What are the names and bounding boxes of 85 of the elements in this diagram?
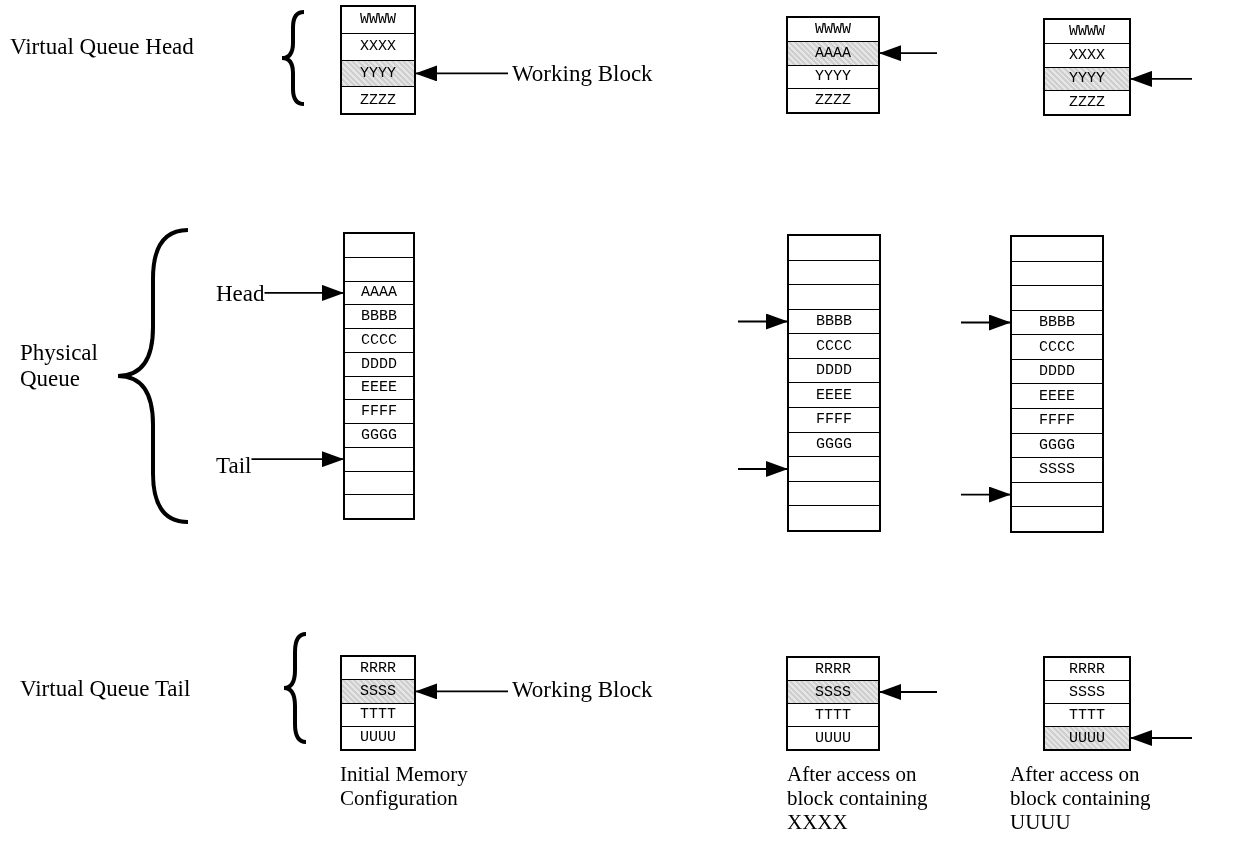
memory-block: BBBB [344, 304, 414, 329]
group-label: Virtual Queue Tail [20, 676, 191, 702]
empty-memory-block [788, 259, 880, 286]
memory-block: EEEE [788, 382, 880, 409]
arrow [960, 486, 1012, 503]
memory-block: UUUU [787, 726, 879, 750]
arrow [1129, 730, 1193, 746]
memory-block: YYYY [787, 64, 879, 90]
highlighted-memory-block: AAAA [787, 40, 879, 66]
memory-block: FFFF [788, 407, 880, 433]
memory-block: UUUU [341, 725, 415, 750]
memory-block: TTTT [341, 702, 415, 727]
memory-block: FFFF [344, 399, 414, 424]
caption: After access on block containing UUUU [1010, 762, 1152, 834]
memory-block: ZZZZ [1044, 90, 1130, 115]
empty-memory-block [344, 256, 414, 282]
arrow [737, 313, 789, 330]
memory-stack [1010, 235, 1104, 533]
memory-stack [343, 232, 415, 520]
arrow [960, 314, 1012, 331]
empty-memory-block [1011, 236, 1103, 262]
arrow [250, 451, 345, 468]
arrow [414, 65, 509, 82]
arrow [878, 45, 938, 62]
highlighted-memory-block: SSSS [341, 679, 415, 704]
arrow [263, 284, 345, 301]
memory-block: DDDD [1011, 358, 1103, 385]
empty-memory-block [344, 470, 414, 496]
memory-stack [340, 655, 416, 751]
memory-block: CCCC [1011, 334, 1103, 360]
memory-block: ZZZZ [341, 86, 415, 114]
pointer-label: Head [216, 281, 265, 307]
memory-stack [1043, 18, 1131, 116]
empty-memory-block [1011, 260, 1103, 287]
arrow [1129, 70, 1193, 87]
highlighted-memory-block: UUUU [1044, 726, 1130, 750]
empty-memory-block [788, 456, 880, 482]
empty-memory-block [788, 284, 880, 310]
memory-block: FFFF [1011, 408, 1103, 434]
group-label: Virtual Queue Head [10, 34, 194, 60]
highlighted-memory-block: YYYY [1044, 66, 1130, 92]
pointer-label: Working Block [512, 677, 653, 703]
memory-stack [786, 16, 880, 114]
memory-stack [1043, 656, 1131, 751]
memory-block: SSSS [1011, 457, 1103, 483]
memory-block: DDDD [344, 351, 414, 377]
empty-memory-block [1011, 481, 1103, 508]
memory-block: WWWW [341, 6, 415, 34]
empty-memory-block [344, 494, 414, 519]
memory-block: TTTT [787, 703, 879, 727]
highlighted-memory-block: SSSS [787, 680, 879, 704]
arrow [737, 461, 789, 477]
memory-stack [340, 5, 416, 115]
pointer-label: Working Block [512, 61, 653, 87]
memory-block: RRRR [1044, 657, 1130, 681]
memory-stack [787, 234, 881, 532]
highlighted-memory-block: YYYY [341, 59, 415, 88]
memory-block: DDDD [788, 357, 880, 384]
empty-memory-block [788, 235, 880, 261]
empty-memory-block [788, 505, 880, 531]
memory-block: EEEE [344, 375, 414, 401]
group-label: Physical Queue [20, 340, 99, 392]
memory-block: CCCC [344, 328, 414, 353]
memory-block: SSSS [1044, 680, 1130, 704]
memory-block: BBBB [1011, 309, 1103, 336]
memory-block: BBBB [788, 308, 880, 335]
memory-block: ZZZZ [787, 88, 879, 113]
empty-memory-block [1011, 506, 1103, 532]
empty-memory-block [1011, 285, 1103, 311]
pointer-label: Tail [216, 453, 252, 479]
empty-memory-block [344, 233, 414, 258]
arrow [414, 683, 509, 700]
arrow [878, 684, 938, 700]
empty-memory-block [788, 480, 880, 507]
memory-block: GGGG [788, 431, 880, 458]
empty-memory-block [344, 446, 414, 472]
caption: Initial Memory Configuration [340, 762, 469, 810]
memory-block: WWWW [1044, 19, 1130, 44]
memory-block: CCCC [788, 333, 880, 359]
caption: After access on block containing XXXX [787, 762, 929, 834]
memory-block: GGGG [344, 423, 414, 448]
memory-block: AAAA [344, 280, 414, 306]
memory-stack [786, 656, 880, 751]
memory-block: EEEE [1011, 383, 1103, 410]
memory-block: GGGG [1011, 432, 1103, 459]
